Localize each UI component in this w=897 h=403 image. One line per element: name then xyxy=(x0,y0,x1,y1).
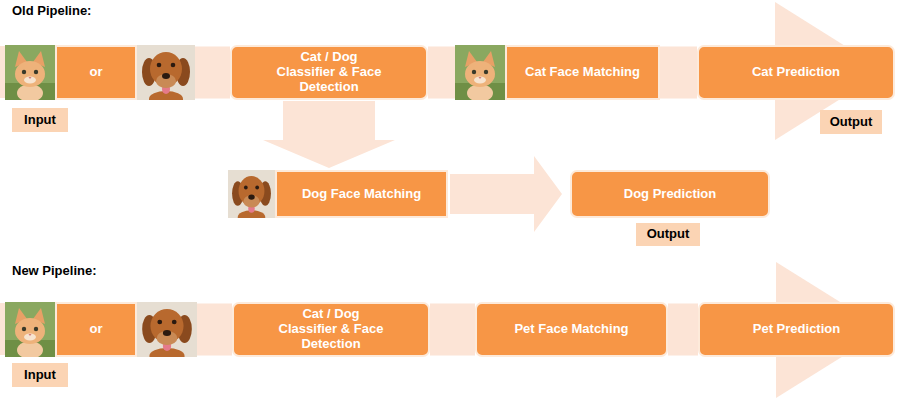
process-box: Dog Face Matching xyxy=(275,170,448,218)
box-label: Input xyxy=(24,113,56,128)
box-label: Input xyxy=(24,368,56,383)
io-tag: Input xyxy=(12,363,68,387)
process-box: or xyxy=(55,302,137,357)
box-label: Pet Prediction xyxy=(753,322,840,337)
flow-band xyxy=(660,47,697,99)
process-box: Cat / Dog Classifier & Face Detection xyxy=(230,45,428,100)
block-arrow xyxy=(450,156,562,232)
io-tag: Output xyxy=(820,110,882,134)
box-label: Pet Face Matching xyxy=(514,322,628,337)
cat-photo xyxy=(5,45,55,102)
process-box: Dog Prediction xyxy=(570,170,770,218)
box-label: Output xyxy=(830,115,873,130)
box-label: Cat Face Matching xyxy=(525,65,640,80)
dog-photo xyxy=(228,170,275,224)
pipeline-heading: Old Pipeline: xyxy=(12,3,91,18)
box-label: Cat / Dog Classifier & Face Detection xyxy=(273,50,385,95)
box-label: Dog Face Matching xyxy=(302,187,421,202)
box-label: Dog Prediction xyxy=(624,187,716,202)
process-box: Cat / Dog Classifier & Face Detection xyxy=(232,302,430,357)
box-label: or xyxy=(90,65,103,80)
process-box: or xyxy=(55,45,137,100)
process-box: Pet Face Matching xyxy=(475,302,668,357)
io-tag: Input xyxy=(12,108,68,132)
dog-photo xyxy=(137,302,197,364)
cat-photo xyxy=(455,45,505,102)
box-label: Cat / Dog Classifier & Face Detection xyxy=(275,307,387,352)
flow-band xyxy=(430,304,475,356)
block-arrow xyxy=(263,101,395,168)
box-label: or xyxy=(90,322,103,337)
box-label: Cat Prediction xyxy=(752,65,840,80)
process-box: Pet Prediction xyxy=(698,302,895,357)
process-box: Cat Prediction xyxy=(697,45,895,100)
process-box: Cat Face Matching xyxy=(505,45,660,100)
io-tag: Output xyxy=(636,223,700,246)
flow-band xyxy=(668,304,698,356)
pipeline-heading: New Pipeline: xyxy=(12,263,97,278)
cat-photo xyxy=(5,302,55,359)
dog-photo xyxy=(137,45,195,107)
box-label: Output xyxy=(647,227,690,242)
